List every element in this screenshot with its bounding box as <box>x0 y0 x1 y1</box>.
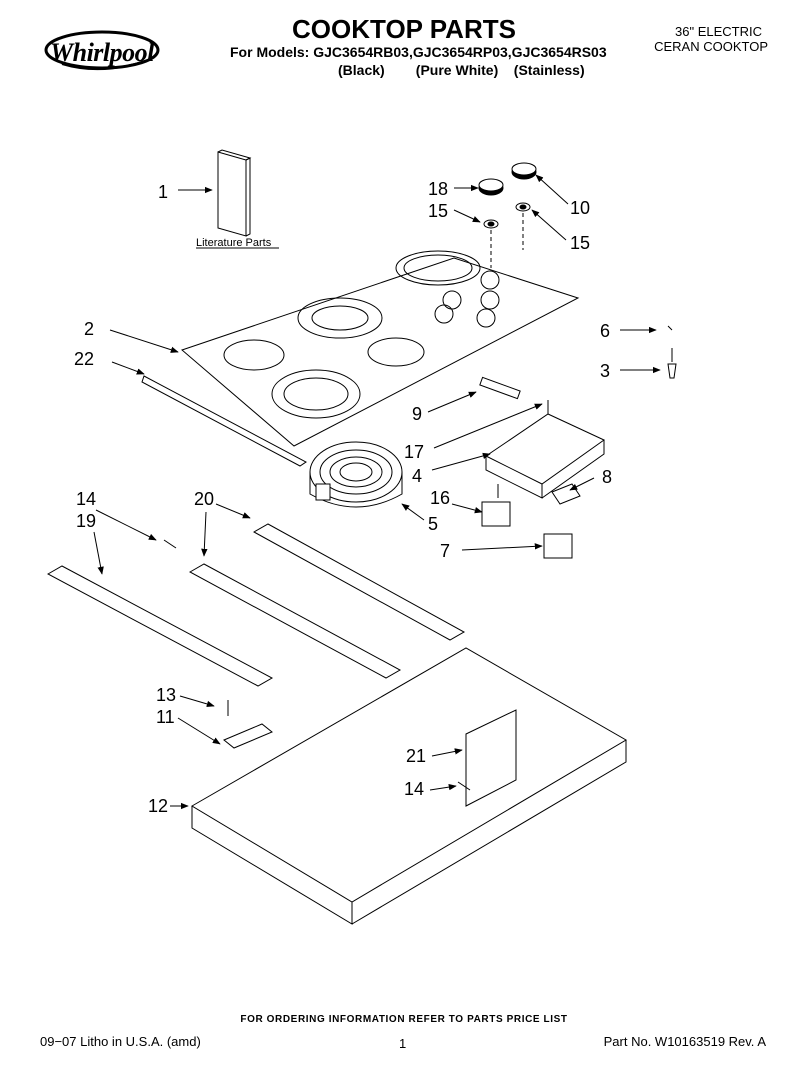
page-title: COOKTOP PARTS <box>292 14 516 44</box>
control-knobs <box>478 162 537 268</box>
callout-20: 20 <box>194 489 214 509</box>
callout-17: 17 <box>404 442 424 462</box>
callout-8: 8 <box>602 467 612 487</box>
mounting-bracket <box>223 700 273 749</box>
page-number: 1 <box>399 1036 407 1051</box>
radiant-element <box>309 441 403 508</box>
cooktop-base-pan <box>191 647 627 925</box>
callout-14: 14 <box>404 779 424 799</box>
ceramic-glass-top <box>181 250 580 447</box>
callout-4: 4 <box>412 466 422 486</box>
callout-19: 19 <box>76 511 96 531</box>
callout-5: 5 <box>428 514 438 534</box>
callout-18: 18 <box>428 179 448 199</box>
callout-21: 21 <box>406 746 426 766</box>
callout-16: 16 <box>430 488 450 508</box>
callout-7: 7 <box>440 541 450 561</box>
model-variants: (Black) (Pure White) (Stainless) <box>338 62 585 78</box>
litho-info: 09−07 Litho in U.S.A. (amd) <box>40 1034 201 1049</box>
callout-2: 2 <box>84 319 94 339</box>
ordering-note: FOR ORDERING INFORMATION REFER TO PARTS … <box>240 1014 568 1025</box>
brand-name: Whirlpool <box>50 38 154 67</box>
whirlpool-logo <box>44 30 160 71</box>
callout-15: 15 <box>570 233 590 253</box>
callout-13: 13 <box>156 685 176 705</box>
callout-11: 11 <box>156 707 175 727</box>
callout-3: 3 <box>600 361 610 381</box>
support-rails <box>46 523 466 687</box>
callout-14: 14 <box>76 489 96 509</box>
callout-6: 6 <box>600 321 610 341</box>
rating-label <box>479 376 521 400</box>
product-type-line1: 36" ELECTRIC <box>675 24 762 39</box>
callout-15: 15 <box>428 201 448 221</box>
callout-1: 1 <box>158 182 168 202</box>
front-trim-strip <box>141 375 307 467</box>
switch-housing <box>481 400 605 559</box>
callout-9: 9 <box>412 404 422 424</box>
models-line: For Models: GJC3654RB03,GJC3654RP03,GJC3… <box>230 44 607 60</box>
callout-12: 12 <box>148 796 168 816</box>
literature-booklet <box>196 149 279 249</box>
literature-parts-label: Literature Parts <box>196 237 272 249</box>
product-type-line2: CERAN COOKTOP <box>654 39 768 54</box>
callout-22: 22 <box>74 349 94 369</box>
part-number: Part No. W10163519 Rev. A <box>603 1034 766 1049</box>
callout-10: 10 <box>570 198 590 218</box>
clip-and-screw <box>667 325 677 379</box>
